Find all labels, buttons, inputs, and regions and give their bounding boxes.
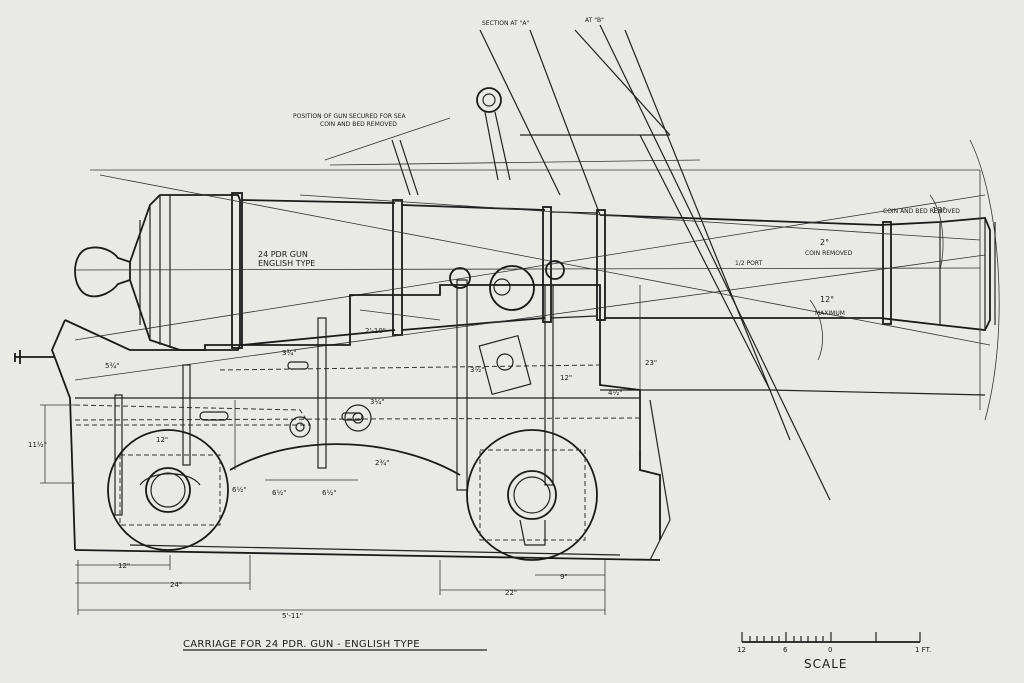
dim-6c: 6½" [232,486,246,494]
dim-3c: 3½" [470,366,484,374]
dim-9: 9" [560,573,568,581]
gun-muzzle-right [599,214,996,331]
label-coin-removed: COIN REMOVED [805,250,853,257]
label-maximum: MAXIMUM [815,310,845,317]
dim-22: 22" [505,589,517,597]
label-section-a: SECTION AT "A" [482,20,529,27]
label-section-b: AT "B" [585,17,604,24]
dim-3a: 3¾" [282,349,296,357]
dimension-lines [40,285,641,615]
label-coin-bed: COIN AND BED REMOVED [883,208,960,215]
label-position: POSITION OF GUN SECURED FOR SEA [293,113,407,120]
scale-bar: 12 6 0 1 FT. SCALE [737,632,931,671]
dim-24: 24" [170,581,182,589]
label-angle-2: 2° [820,238,829,247]
drawing-title: CARRIAGE FOR 24 PDR. GUN - ENGLISH TYPE [183,639,420,650]
label-angle-12: 12° [820,295,834,304]
dim-2: 2¾" [375,459,389,467]
dim-6b: 6½" [322,489,336,497]
dim-11-half: 11½" [28,441,47,449]
scale-tick-12: 12 [737,646,746,654]
label-port: 1/2 PORT [735,260,763,267]
elevation-lines [74,117,1000,421]
annotations: SECTION AT "A" AT "B" POSITION OF GUN SE… [258,17,960,317]
dim-5: 5¾" [105,362,119,370]
gun-barrel [74,192,981,351]
label-position-2: COIN AND BED REMOVED [320,121,397,128]
dim-12a: 12" [118,562,130,570]
scale-tick-1ft: 1 FT. [915,646,931,654]
scale-tick-6: 6 [783,646,788,654]
rear-wheel [107,429,229,551]
label-angle-13: 13° [932,206,946,215]
dimension-labels: 5'-11" 24" 12" 22" 9" 11½" 2'-10" 23" 12… [28,327,657,620]
label-gun-type: 24 PDR GUN [258,250,308,259]
dim-12b: 12" [560,374,572,382]
dim-5-11: 5'-11" [282,612,303,620]
dim-3b: 3¼" [370,398,384,406]
dim-4: 4½" [608,389,622,397]
dim-6a: 6½" [272,489,286,497]
dim-2-10: 2'-10" [365,327,386,335]
label-gun-type-2: ENGLISH TYPE [258,259,315,268]
carriage-body [14,260,661,561]
dim-12c: 12" [156,436,168,444]
dim-23: 23" [645,359,657,367]
front-wheel [466,429,598,561]
ship-side [391,24,986,561]
scale-label: SCALE [804,657,847,671]
scale-tick-0: 0 [828,646,832,654]
